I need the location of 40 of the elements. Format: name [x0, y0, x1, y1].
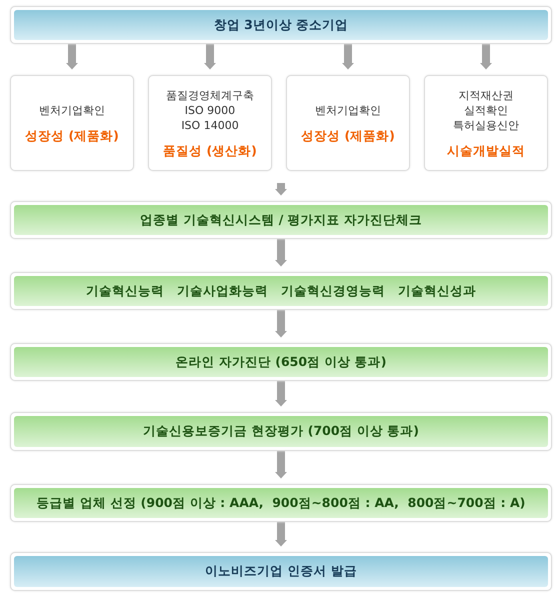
process-box	[10, 201, 552, 239]
arrow	[204, 44, 216, 70]
step-text: 창업 3년이상 중소기업	[214, 16, 348, 34]
criteria-text: 벤처기업확인	[315, 103, 381, 118]
process-box	[10, 412, 552, 451]
criteria-text: 품질경영체계구축	[166, 88, 254, 103]
arrow	[275, 522, 287, 547]
process-box	[10, 552, 552, 591]
step-text: 온라인 자가진단 (650점 이상 통과)	[176, 354, 386, 370]
process-box	[10, 343, 552, 381]
step-text: 기술혁신능력 기술사업화능력 기술혁신경영능력 기술혁신성과	[86, 282, 476, 300]
criteria-text: 지적재산권	[458, 88, 514, 103]
arrow	[342, 44, 354, 70]
criteria-box	[148, 75, 272, 171]
arrow	[66, 44, 78, 70]
criteria-text: ISO 9000	[184, 103, 236, 118]
criteria-box	[424, 75, 548, 171]
criteria-box	[286, 75, 410, 171]
arrow	[275, 451, 287, 479]
criteria-category: 시술개발실적	[447, 143, 525, 158]
process-box	[10, 272, 552, 310]
arrow	[275, 310, 287, 338]
step-text: 이노비즈기업 인증서 발급	[205, 563, 357, 580]
process-box	[10, 484, 552, 522]
criteria-box	[10, 75, 134, 171]
criteria-text: ISO 14000	[181, 118, 239, 133]
step-text: 업종별 기술혁신시스템 / 평가지표 자가진단체크	[140, 212, 422, 228]
criteria-category: 성장성 (제품화)	[25, 128, 119, 143]
criteria-category: 품질성 (생산화)	[163, 143, 257, 158]
arrow	[275, 381, 287, 407]
step-text: 기술신용보증기금 현장평가 (700점 이상 통과)	[143, 423, 419, 440]
arrow	[275, 183, 287, 196]
criteria-text: 벤처기업확인	[39, 103, 105, 118]
criteria-text: 특허실용신안	[453, 118, 519, 133]
step-text: 등급별 업체 선정 (900점 이상 : AAA, 900점~800점 : AA, 800점~700점 : A)	[36, 494, 526, 512]
arrow	[275, 239, 287, 267]
criteria-category: 성장성 (제품화)	[301, 128, 395, 143]
arrow	[480, 44, 492, 70]
process-box	[10, 6, 552, 44]
criteria-text: 실적확인	[464, 103, 508, 118]
